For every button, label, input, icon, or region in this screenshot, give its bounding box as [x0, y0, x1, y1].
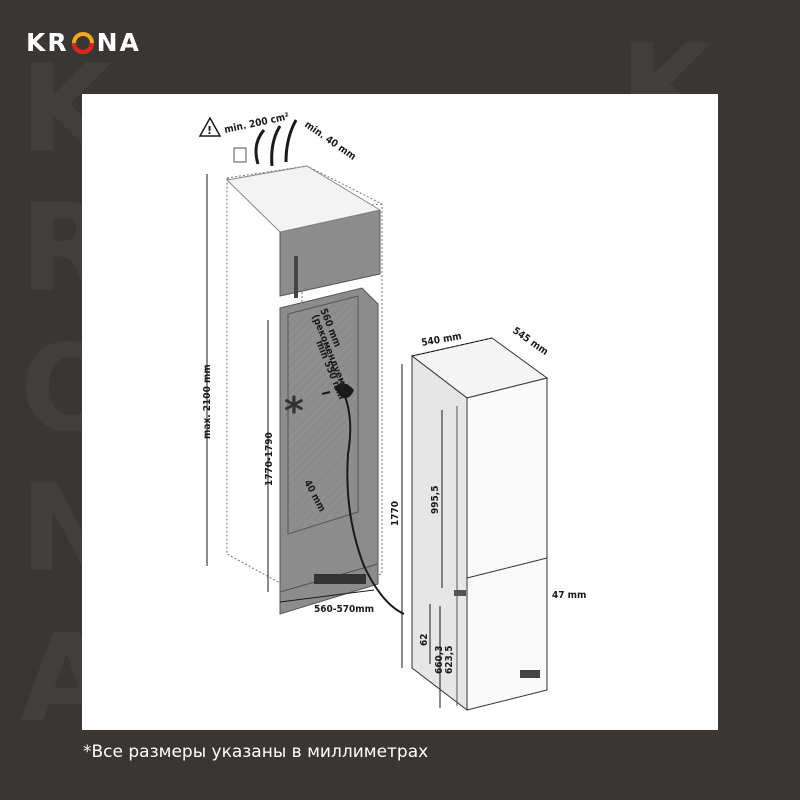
- power-cable: [343, 393, 405, 615]
- niche-width-label: 560-570mm: [314, 604, 374, 615]
- asterisk-mark: *: [284, 389, 304, 433]
- installation-diagram: ! min. 200 cm² min. 40 mm max. 2100 mm: [198, 111, 586, 712]
- diagram-panel: ! min. 200 cm² min. 40 mm max. 2100 mm: [82, 94, 718, 730]
- svg-text:!: !: [207, 124, 212, 137]
- niche-height-label: 1770-1790: [264, 432, 275, 486]
- power-plug-icon: [321, 383, 354, 399]
- plinth-vent: [314, 574, 366, 584]
- appliance-width-line: [411, 337, 493, 357]
- brand-name-left: KR: [26, 28, 69, 57]
- airflow-arrows-icon: [254, 119, 298, 167]
- warning-icon: !: [198, 116, 222, 137]
- appliance-depth-label: 545 mm: [510, 325, 550, 357]
- niche-back-wall: [287, 295, 359, 535]
- niche-width-line: [279, 589, 375, 603]
- top-gap-label: min. 40 mm: [302, 119, 357, 162]
- appliance-fridge: [410, 337, 549, 712]
- max-height-label: max. 2100 mm: [202, 364, 213, 439]
- fridge-door-label: 995,5: [430, 486, 441, 514]
- footnote-caption: *Все размеры указаны в миллиметрах: [83, 742, 429, 762]
- cabinet-handle: [294, 256, 298, 298]
- gap-label: 47 mm: [552, 590, 586, 601]
- freezer-door-label-b: 623,5: [444, 646, 455, 674]
- brand-logo: KR NA: [26, 28, 141, 57]
- vent-grille-icon: [233, 147, 247, 163]
- offset-label: 62: [419, 633, 430, 646]
- logo-ring-icon: [71, 31, 94, 54]
- freezer-door-label-a: 660,3: [434, 646, 445, 674]
- ventilation-label: min. 200 cm²: [223, 111, 290, 135]
- brand-name-right: NA: [96, 28, 141, 57]
- appliance-height-label: 1770: [390, 501, 401, 526]
- cabinet-top-surface: [225, 165, 382, 233]
